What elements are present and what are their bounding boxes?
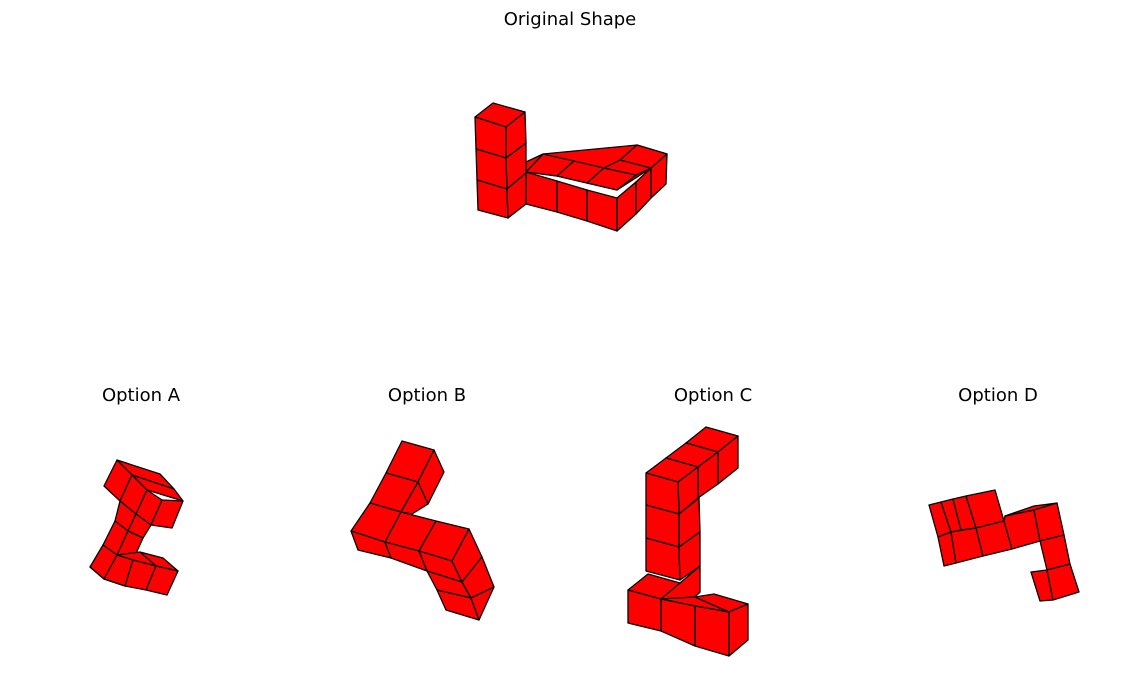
option-d-cell [1046, 563, 1080, 601]
option-a-title: Option A [101, 385, 181, 406]
option-b-title: Option B [387, 385, 467, 406]
original-cell [525, 171, 558, 213]
original-cell [506, 172, 527, 219]
original-shape [474, 102, 668, 232]
option-d-cell [1033, 502, 1065, 542]
option-a-cell [145, 565, 179, 596]
original-cell [586, 189, 618, 232]
option-c-shape [627, 426, 749, 657]
option-b-shape [350, 440, 495, 621]
option-d-shape [928, 489, 1080, 602]
option-c-cell [660, 565, 701, 600]
option-a-cell [150, 499, 184, 529]
option-c-title: Option C [673, 385, 753, 406]
option-b-cell [400, 481, 429, 515]
option-d-title: Option D [958, 385, 1038, 406]
original-shape-title: Original Shape [503, 9, 637, 30]
option-a-shape [89, 459, 184, 596]
option-c-cell [728, 603, 749, 657]
option-a-cell [89, 566, 126, 587]
option-b-cell [470, 586, 495, 621]
original-cell [616, 181, 637, 232]
original-cell [556, 180, 588, 222]
option-c-cell [694, 605, 730, 657]
option-c-cell [660, 598, 696, 647]
original-cell [650, 153, 668, 199]
